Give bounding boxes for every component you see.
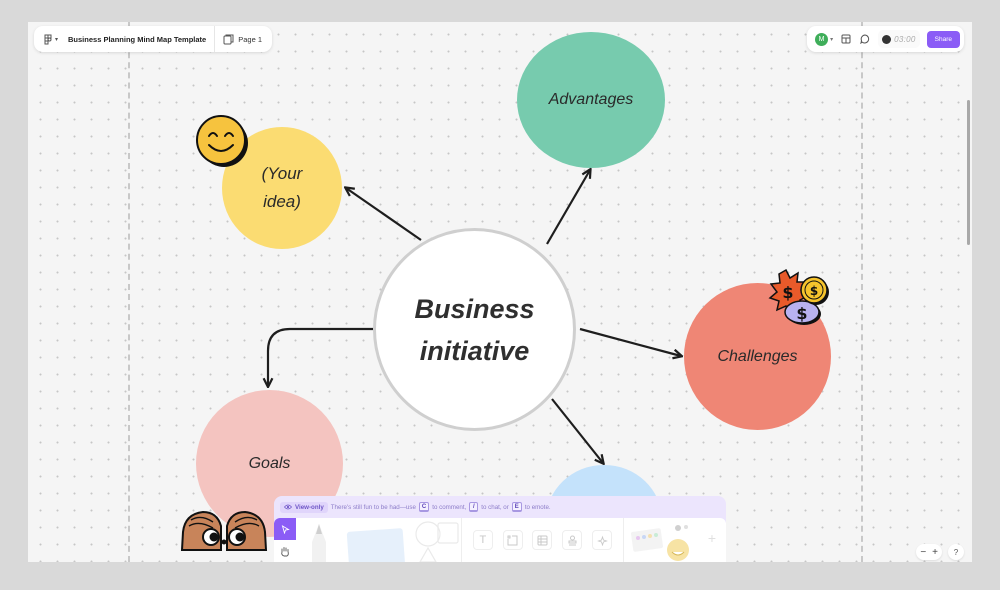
figjam-logo-icon (44, 34, 52, 44)
section-icon (507, 535, 518, 545)
node-label: idea) (263, 192, 301, 211)
emote-key-hint: E (511, 502, 522, 512)
hint-text: to chat, or (481, 503, 509, 511)
layout-button[interactable] (840, 33, 852, 45)
svg-text:$: $ (810, 284, 818, 298)
node-label: Advantages (548, 91, 634, 108)
timer-icon (882, 34, 892, 44)
zoom-controls: − + (916, 544, 942, 560)
extra-tools: + (624, 518, 726, 562)
main-menu-button[interactable]: ▾ (40, 34, 62, 45)
file-title[interactable]: Business Planning Mind Map Template (68, 34, 207, 44)
chevron-down-icon: ▾ (55, 36, 59, 43)
help-button[interactable]: ? (948, 544, 964, 560)
table-icon (537, 535, 548, 545)
mode-column (274, 518, 296, 562)
cursor-arrow-icon (281, 524, 290, 534)
comment-key-hint: C (418, 502, 430, 512)
comment-icon (860, 34, 870, 44)
vertical-scrollbar[interactable] (967, 100, 970, 245)
stamp-tool-button[interactable] (562, 530, 583, 550)
comment-button[interactable] (859, 33, 871, 45)
hint-text: There's still fun to be had—use (330, 503, 416, 511)
svg-text:$: $ (782, 283, 793, 302)
timer-value: 03:00 (894, 34, 916, 44)
chat-key-hint: / (469, 502, 479, 512)
hint-text: to emote. (524, 503, 551, 511)
tool-tray: T (274, 518, 726, 562)
text-icon: T (479, 534, 487, 546)
add-more-tools-button[interactable]: + (707, 530, 716, 546)
page-selector-button[interactable]: Page 1 (215, 34, 266, 45)
text-tool-button[interactable]: T (472, 530, 493, 550)
zoom-in-button[interactable]: + (932, 546, 938, 558)
node-label: Business (414, 293, 535, 324)
eye-icon (284, 504, 292, 510)
heart-hands-eyes-sticker[interactable] (179, 506, 269, 556)
whiteboard-canvas[interactable]: (Your idea) Advantages Challenges Goals … (28, 22, 972, 562)
hint-text: to comment, (432, 503, 467, 511)
bottom-toolbar: View-only There's still fun to be had—us… (274, 496, 726, 562)
section-guide-right (861, 22, 863, 562)
hand-tool-button[interactable] (274, 540, 296, 562)
layout-icon (841, 34, 851, 44)
section-tool-button[interactable] (502, 530, 523, 550)
drawing-tools (296, 518, 462, 562)
stamp-icon (568, 535, 577, 545)
timer-widget[interactable]: 03:00 (878, 30, 920, 48)
collaboration-bar: M ▾ 03:00 Share (807, 26, 964, 52)
pencil-tool[interactable] (308, 522, 330, 562)
file-header-bar: ▾ Business Planning Mind Map Template Pa… (34, 26, 273, 52)
zoom-out-button[interactable]: − (920, 546, 927, 558)
hand-icon (281, 546, 289, 556)
node-label: initiative (419, 335, 530, 366)
page-label: Page 1 (238, 34, 263, 44)
shapes-tool[interactable] (414, 520, 462, 562)
select-tool-button[interactable] (274, 518, 296, 540)
node-advantages[interactable]: Advantages (517, 32, 665, 168)
user-avatar[interactable]: M (815, 32, 829, 46)
ai-sparkle-tool-button[interactable] (592, 530, 613, 550)
templates-widget-icon[interactable] (630, 522, 692, 562)
view-only-badge[interactable]: View-only (280, 501, 328, 513)
node-label: Goals (248, 454, 291, 472)
header-divider (214, 26, 216, 52)
chevron-down-icon[interactable]: ▾ (830, 36, 834, 43)
node-label: Challenges (717, 347, 798, 365)
table-tool-button[interactable] (532, 530, 553, 550)
node-business-initiative[interactable]: Business initiative (373, 228, 576, 431)
sparkle-icon (596, 535, 608, 546)
share-button[interactable]: Share (926, 30, 960, 48)
svg-text:$: $ (796, 304, 807, 323)
node-label: (Your (261, 164, 303, 183)
view-only-label: View-only (295, 503, 324, 511)
insert-tools: T (462, 518, 624, 562)
smiley-face-sticker[interactable] (194, 113, 250, 169)
money-dollar-coins-sticker[interactable]: $ $ $ (766, 268, 832, 328)
section-guide-left (128, 22, 130, 562)
sticky-note-tool[interactable] (346, 528, 406, 562)
pages-icon (223, 34, 234, 44)
view-only-banner: View-only There's still fun to be had—us… (274, 496, 726, 518)
